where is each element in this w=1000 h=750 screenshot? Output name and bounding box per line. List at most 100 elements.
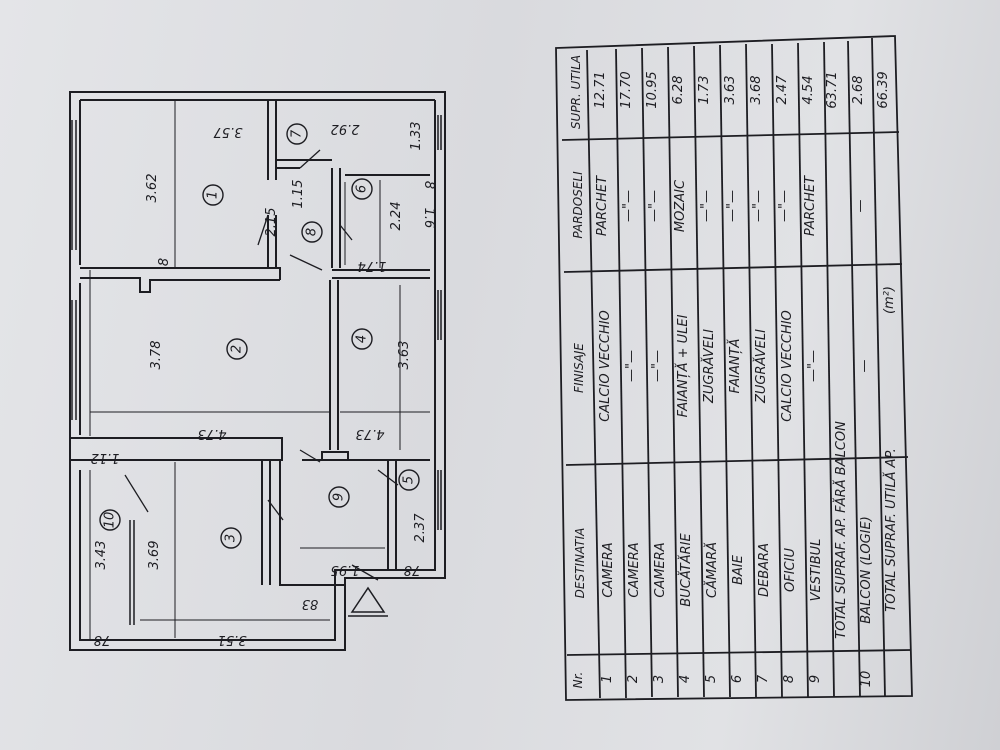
table-row: 8 OFICIU CALCIO VECCHIO —"— 2.47: [775, 75, 798, 683]
outer-walls: [69, 91, 446, 651]
total-fara-balcon-label: TOTAL SUPRAF. AP. FĂRĂ BALCON: [833, 421, 849, 639]
door-swings: [124, 149, 399, 581]
cell-nr: 5: [704, 675, 719, 683]
cell-finisaje: CALCIO VECCHIO: [780, 310, 795, 422]
cell-nr: 3: [652, 675, 667, 683]
cell-finisaje: ZUGRĂVELI: [753, 329, 769, 404]
table-row: 1 CAMERA CALCIO VECCHIO PARCHET 12.71: [593, 71, 616, 683]
cell-pardoseli: —"—: [777, 190, 792, 222]
cell-finisaje: —"—: [624, 350, 639, 382]
cell-suprafata: 2.47: [775, 75, 790, 105]
header-pardoseli: PARDOSELI: [571, 171, 585, 239]
cell-destinatia: OFICIU: [783, 548, 798, 592]
cell-suprafata: 1.73: [697, 76, 712, 105]
cell-pardoseli: PARCHET: [803, 175, 818, 236]
table-rows: 1 CAMERA CALCIO VECCHIO PARCHET 12.71 2 …: [593, 71, 899, 687]
cell-pardoseli: —"—: [647, 190, 662, 222]
cell-finisaje: ZUGRĂVELI: [701, 329, 717, 404]
cell-pardoseli: —"—: [699, 190, 714, 222]
dim-r3-width: 3.51: [218, 632, 247, 647]
cell-suprafata: 12.71: [593, 71, 608, 108]
dimension-lines: [89, 100, 430, 640]
dim-r2-width: 4.73: [198, 426, 227, 441]
dimension-labels: 3.57 3.62 8 2.92 1.33 1.15 2.15 2.24 1.6…: [91, 121, 436, 647]
total-unit: (m²): [882, 286, 897, 314]
table-headers: Nr. DESTINATIA FINISAJE PARDOSELI SUPR. …: [569, 55, 587, 688]
cell-pardoseli: —"—: [751, 190, 766, 222]
room-number-2: 2: [230, 345, 245, 353]
cell-destinatia: DEBARA: [757, 543, 772, 597]
room-circles: [99, 123, 420, 549]
cell-finisaje: —"—: [650, 350, 665, 382]
cell-suprafata: 4.54: [801, 76, 816, 105]
table-row: 9 VESTIBUL —"— PARCHET 4.54: [801, 76, 824, 684]
table-row-total: TOTAL SUPRAF. UTILĂ AP. (m²) 66.39: [876, 71, 899, 611]
room-number-1: 1: [206, 191, 221, 199]
cell-nr: 6: [730, 675, 745, 683]
cell-suprafata: 3.63: [723, 76, 738, 105]
dim-r9-side: 78: [404, 562, 421, 577]
cell-suprafata: 6.28: [671, 76, 686, 105]
total-value: 66.39: [876, 71, 891, 108]
table-row: 4 BUCĂTĂRIE FAIANȚĂ + ULEI MOZAIC 6.28: [671, 76, 694, 684]
dim-r1-width: 3.57: [213, 124, 243, 139]
marker-r1: 8: [157, 258, 172, 266]
room-number-9: 9: [332, 493, 347, 501]
balcon-label: BALCON (LOGIE): [859, 516, 874, 624]
dim-bottom-78: 78: [94, 632, 111, 647]
dim-r9-width: 1.95: [331, 562, 360, 577]
cell-pardoseli: —"—: [725, 190, 740, 222]
cell-finisaje: FAIANȚĂ: [727, 338, 743, 393]
cell-destinatia: CĂMARĂ: [704, 542, 720, 598]
header-destinatia: DESTINATIA: [573, 528, 587, 599]
room-number-10: 10: [103, 512, 118, 529]
dim-r3-depth: 3.69: [147, 541, 162, 570]
cell-nr: 7: [756, 674, 771, 683]
cell-finisaje: —"—: [806, 350, 821, 382]
dim-r9-depth: 2.37: [413, 513, 428, 543]
cell-destinatia: BUCĂTĂRIE: [678, 533, 694, 607]
header-suprafata-utila: SUPR. UTILA: [569, 55, 583, 129]
cell-suprafata: 3.68: [749, 76, 764, 105]
cell-destinatia: CAMERA: [653, 542, 668, 597]
dim-r4-depth: 3.63: [397, 341, 412, 370]
dim-r8-b: 2.15: [264, 208, 279, 237]
table-grid: [555, 35, 913, 701]
cell-nr: 8: [782, 675, 797, 683]
cell-suprafata: 17.70: [619, 71, 634, 108]
table-row-total-fara-balcon: TOTAL SUPRAF. AP. FĂRĂ BALCON 63.71: [825, 71, 849, 638]
cell-destinatia: VESTIBUL: [809, 539, 824, 602]
room-labels: 1 7 6 8 2 4 3 9 5 10: [103, 129, 417, 542]
table-row-balcon: 10 BALCON (LOGIE) — — 2.68: [851, 76, 874, 688]
room-number-3: 3: [224, 534, 239, 542]
dim-r4-width: 4.73: [356, 426, 385, 441]
header-nr: Nr.: [571, 672, 585, 689]
cell-destinatia: BAIE: [731, 554, 746, 585]
dim-r7-depth: 1.33: [409, 122, 424, 151]
room-number-4: 4: [355, 335, 370, 343]
dim-r10-wall: 1.12: [91, 450, 120, 465]
dim-r6-depth: 2.24: [389, 202, 404, 231]
balcon-dash: —: [857, 360, 872, 373]
cell-destinatia: CAMERA: [627, 542, 642, 597]
dim-r8-a: 1.15: [291, 180, 306, 209]
cell-nr: 4: [678, 675, 693, 683]
table-row: 6 BAIE FAIANȚĂ —"— 3.63: [723, 76, 746, 684]
room-number-5: 5: [402, 476, 417, 484]
dim-r6-width: 1.74: [358, 258, 387, 273]
header-finisaje: FINISAJE: [572, 343, 586, 393]
dim-bottom-83: 83: [302, 596, 319, 611]
total-fara-balcon-value: 63.71: [825, 71, 840, 108]
room-number-6: 6: [355, 185, 370, 193]
dim-r7-width: 2.92: [331, 121, 360, 136]
table-row: 3 CAMERA —"— —"— 10.95: [645, 71, 668, 683]
cell-nr: 9: [808, 675, 823, 683]
cell-pardoseli: PARCHET: [595, 175, 610, 236]
floor-plan: 1 7 6 8 2 4 3 9 5 10 3.57 3.62 8 2.92 1.…: [69, 91, 446, 651]
interior-walls: [70, 100, 430, 586]
windows: [71, 115, 442, 625]
cell-suprafata: 10.95: [645, 71, 660, 108]
cell-pardoseli: MOZAIC: [673, 179, 688, 232]
